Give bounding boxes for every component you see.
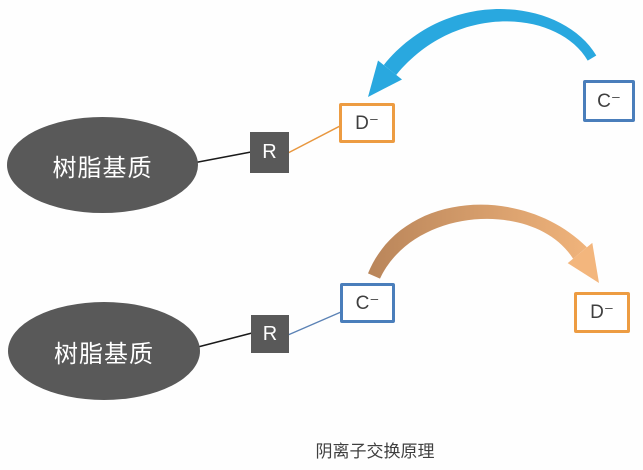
resin-matrix-ellipse-top: 树脂基质 xyxy=(7,117,198,213)
functional-group-label-bottom: R xyxy=(262,322,278,345)
attached-ion-label-bottom-c: C⁻ xyxy=(355,292,380,314)
tan-arrow-head xyxy=(567,242,599,283)
free-ion-box-top-c: C⁻ xyxy=(583,80,635,122)
free-ion-label-top-c: C⁻ xyxy=(597,90,621,112)
released-ion-box-bottom-d: D⁻ xyxy=(574,292,630,333)
tan-arrow-arc xyxy=(368,204,587,279)
functional-group-label-top: R xyxy=(262,141,277,163)
connector-line-r-cion-bottom xyxy=(287,311,342,336)
released-ion-label-bottom-d: D⁻ xyxy=(590,302,614,323)
diagram-caption: 阴离子交换原理 xyxy=(315,442,435,461)
blue-arrow-arc xyxy=(383,9,597,76)
resin-matrix-label-bottom: 树脂基质 xyxy=(54,340,154,368)
resin-matrix-label-top: 树脂基质 xyxy=(52,154,153,182)
connector-line-matrix-r-top xyxy=(192,151,252,164)
functional-group-box-bottom: R xyxy=(251,315,289,353)
attached-ion-box-top-d: D⁻ xyxy=(339,103,395,143)
connector-line-r-dion-top xyxy=(287,125,341,154)
functional-group-box-top: R xyxy=(250,132,289,173)
tan-exchange-arrow-icon xyxy=(368,204,599,283)
attached-ion-label-top-d: D⁻ xyxy=(355,112,379,134)
blue-arrow-head xyxy=(368,60,402,97)
blue-exchange-arrow-icon xyxy=(368,9,597,97)
connector-line-matrix-r-bottom xyxy=(193,332,253,349)
attached-ion-box-bottom-c: C⁻ xyxy=(340,283,395,323)
resin-matrix-ellipse-bottom: 树脂基质 xyxy=(8,302,200,400)
